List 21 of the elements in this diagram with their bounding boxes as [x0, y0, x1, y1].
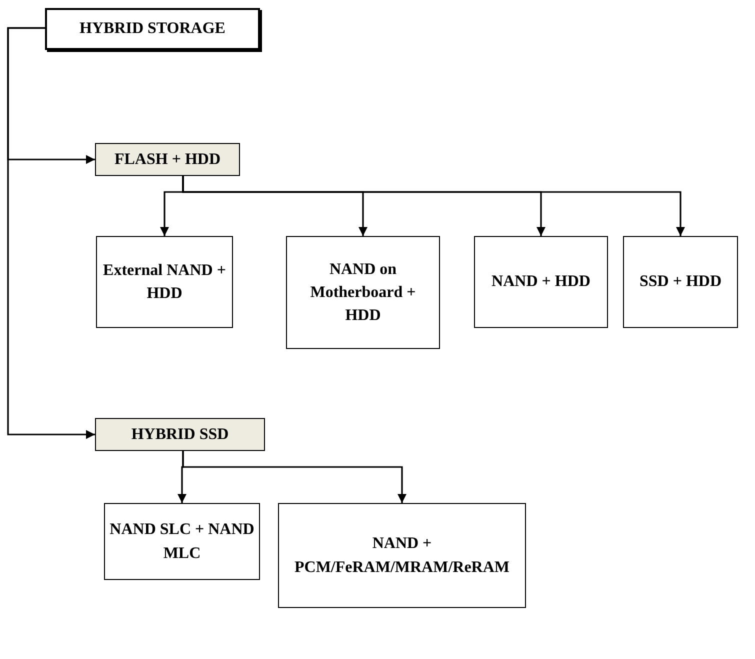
node-label: HYBRID STORAGE: [80, 19, 226, 40]
arrow: [182, 176, 685, 236]
storage-type-box: [286, 236, 440, 349]
node-label: NAND SLC + NAND MLC: [109, 520, 255, 564]
node-label: External NAND + HDD: [102, 260, 227, 304]
arrow: [7, 27, 95, 439]
category-box: [95, 418, 265, 451]
arrow: [182, 451, 406, 503]
storage-type-box: [96, 236, 233, 328]
node-label: FLASH + HDD: [114, 150, 220, 170]
storage-type-box: [474, 236, 608, 328]
node-label: SSD + HDD: [639, 272, 722, 292]
node-label: NAND + HDD: [492, 272, 590, 292]
node-label: NAND on Motherboard + HDD: [309, 260, 417, 326]
storage-type-box: [278, 503, 526, 608]
storage-type-box: [104, 503, 260, 580]
category-box: [95, 143, 240, 176]
node-label: HYBRID SSD: [131, 424, 229, 445]
storage-type-box: [623, 236, 738, 328]
title-box: [45, 8, 260, 50]
node-label: NAND + PCM/FeRAM/MRAM/ReRAM: [293, 534, 511, 578]
